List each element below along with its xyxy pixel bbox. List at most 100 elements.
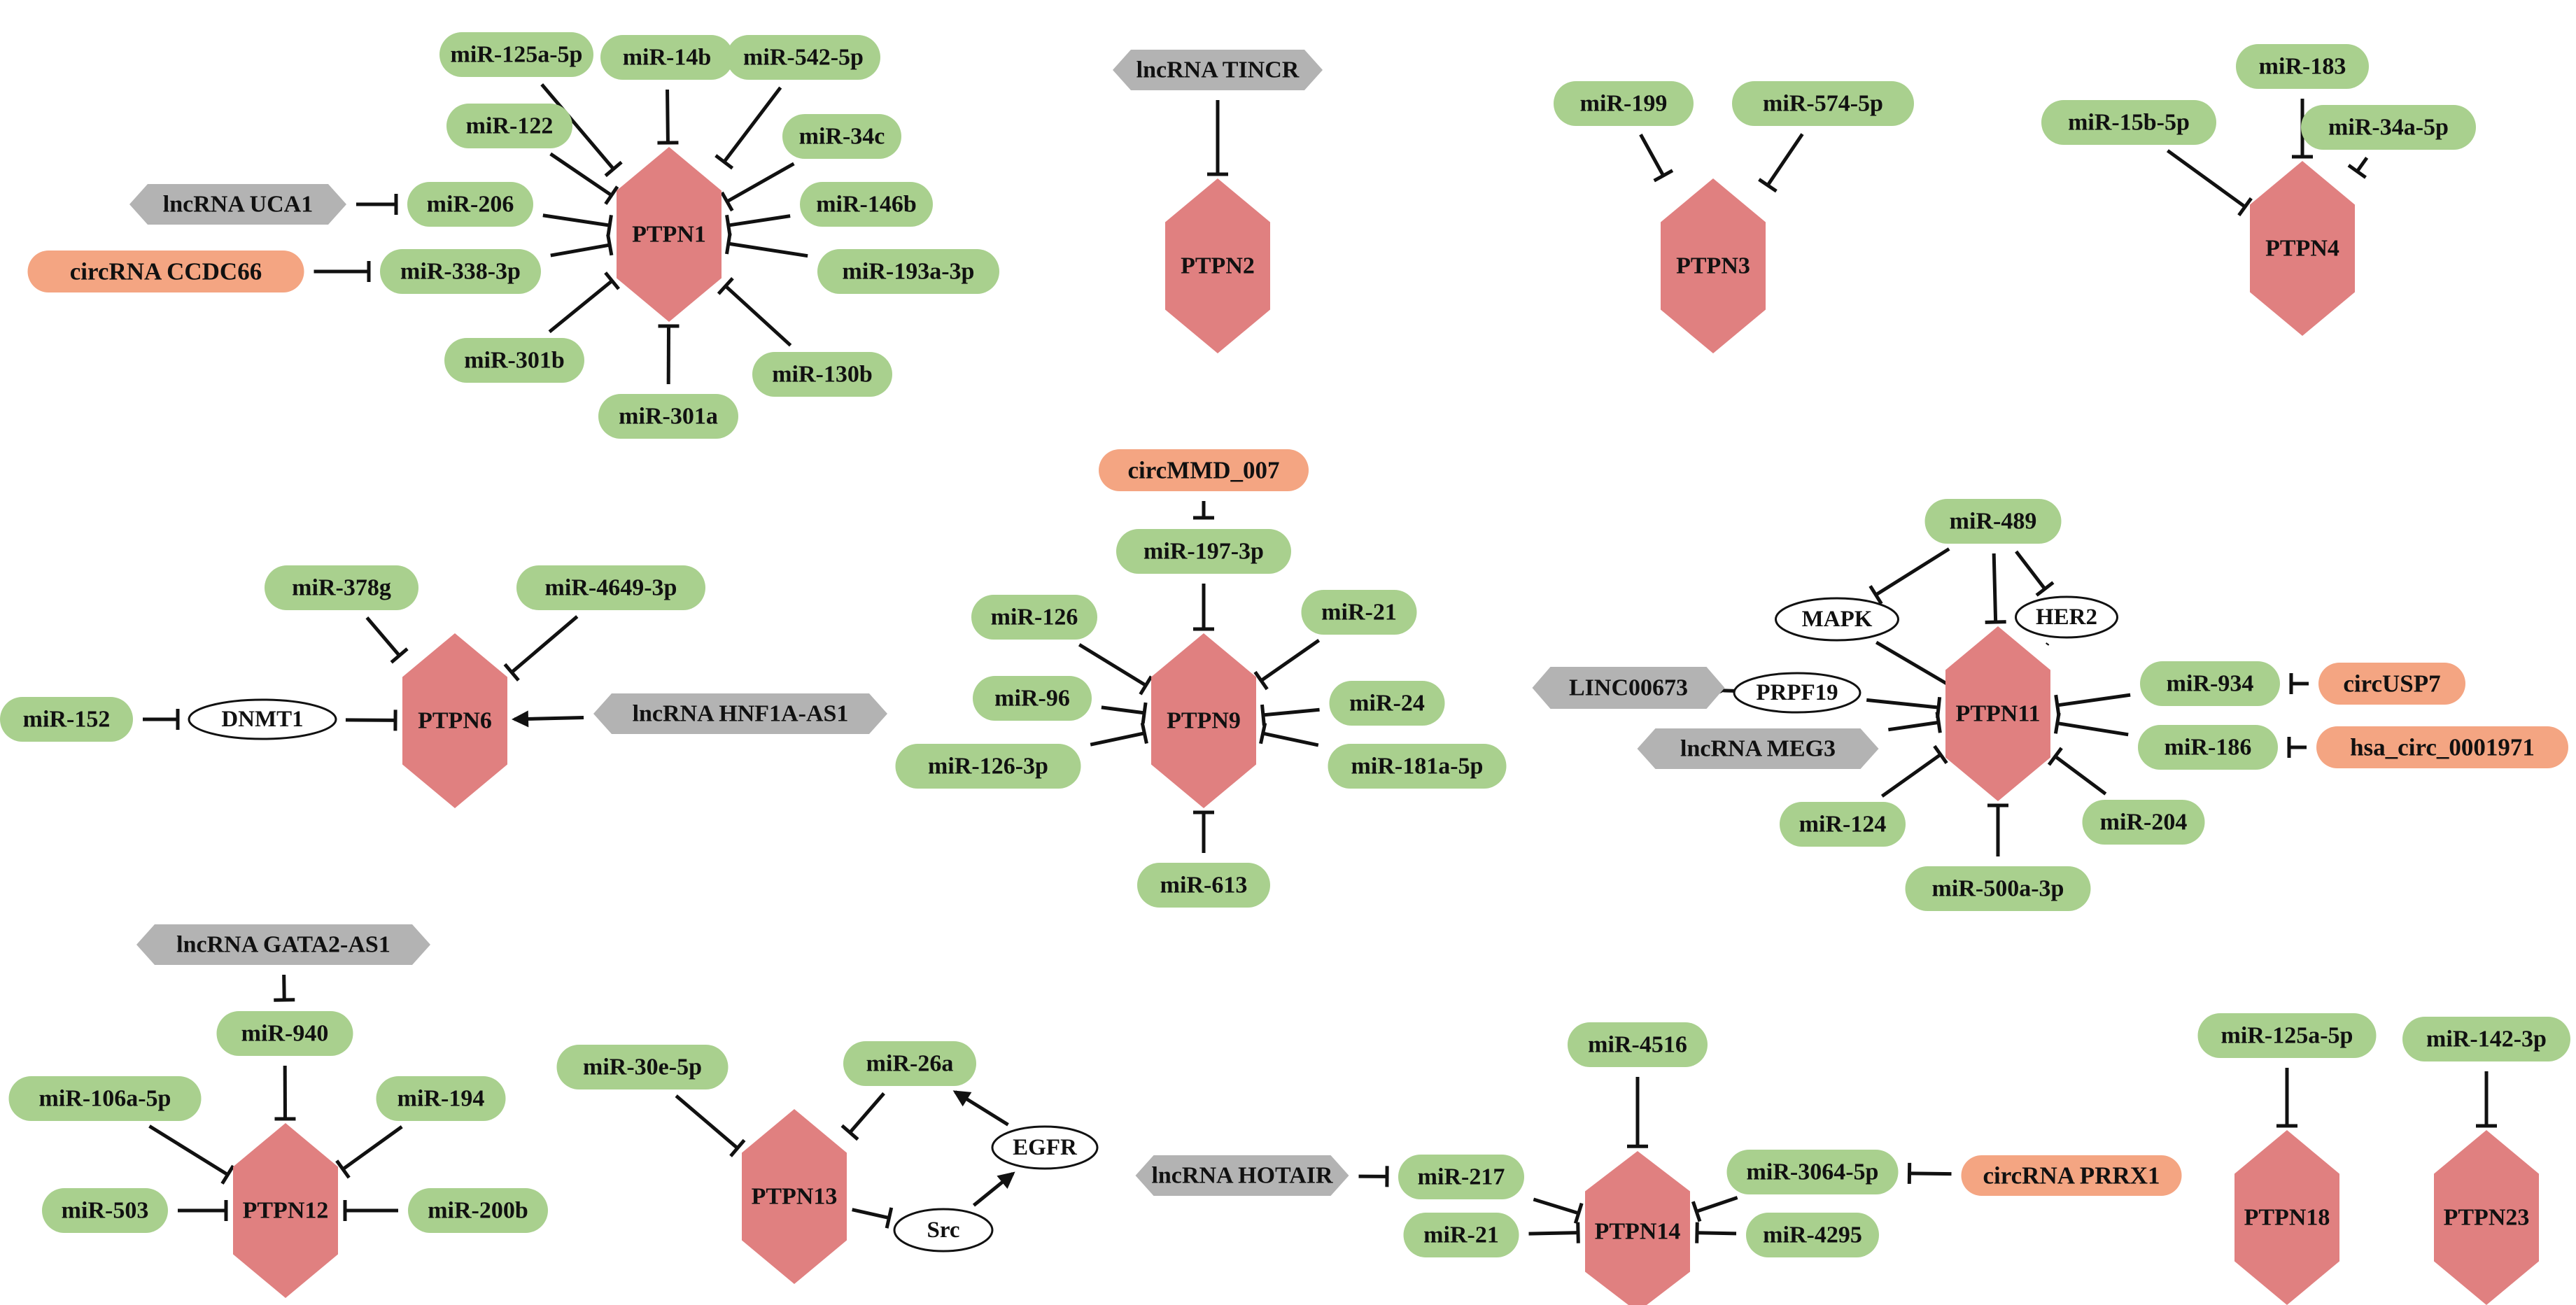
node-shape <box>782 114 901 159</box>
arrow-head <box>952 1090 972 1107</box>
edge-line <box>2054 754 2107 796</box>
node-dnmt1: DNMT1 <box>188 698 337 740</box>
node-label: miR-186 <box>2165 735 2252 761</box>
edge-m122-to-ptpn1 <box>549 152 619 205</box>
node-shape <box>2402 1017 2570 1061</box>
node-shape <box>893 1208 994 1253</box>
node-m199: miR-199 <box>1554 81 1694 126</box>
node-shape <box>1113 50 1323 90</box>
edge-m34a5p-to-ptpn4 <box>2347 156 2369 179</box>
edge-line <box>2356 156 2369 173</box>
node-label: Src <box>927 1218 959 1243</box>
inhibit-bar <box>604 271 621 290</box>
node-m193a3p: miR-193a-3p <box>817 249 999 294</box>
node-label: miR-14b <box>623 45 712 71</box>
node-m206: miR-206 <box>407 182 533 227</box>
inhibit-bar <box>2035 581 2055 597</box>
node-m489: miR-489 <box>1924 499 2062 544</box>
node-label: miR-24 <box>1349 691 1425 717</box>
node-shape <box>817 249 999 294</box>
node-shape <box>402 633 507 808</box>
node-shape <box>27 251 304 292</box>
inhibit-bar <box>2054 694 2061 717</box>
edge-m4516-to-ptpn14 <box>1627 1077 1648 1148</box>
node-shape <box>742 1109 847 1284</box>
inhibit-bar <box>1653 169 1674 183</box>
edge-ptpn13-to-src <box>852 1207 894 1229</box>
node-shape <box>2236 44 2369 89</box>
node-shape <box>42 1188 168 1233</box>
node-label: lncRNA TINCR <box>1136 57 1300 83</box>
node-meg3: lncRNA MEG3 <box>1637 728 1879 769</box>
node-label: HER2 <box>2036 605 2097 630</box>
node-shape <box>2082 800 2205 845</box>
node-shape <box>439 32 593 77</box>
node-label: circRNA PRRX1 <box>1983 1162 2160 1190</box>
node-label: miR-193a-3p <box>843 259 975 285</box>
node-shape <box>2318 663 2465 705</box>
edge-mapk-to-ptpn11 <box>1875 640 1948 686</box>
node-shape <box>1732 81 1914 126</box>
edge-dnmt1-to-ptpn6 <box>345 710 397 731</box>
edge-ccdc66-to-m3383p <box>314 261 371 282</box>
edge-line <box>848 1092 885 1134</box>
edge-m217-to-ptpn14 <box>1533 1197 1584 1224</box>
node-label: miR-378g <box>292 575 391 601</box>
edge-m5425p-to-ptpn1 <box>715 86 782 170</box>
node-egfr: EGFR <box>991 1125 1099 1170</box>
node-shape <box>129 184 346 225</box>
edge-m46493p-to-ptpn6 <box>503 615 579 682</box>
node-label: MAPK <box>1802 607 1873 632</box>
edge-meg3-to-ptpn11 <box>1887 712 1942 733</box>
node-label: circMMD_007 <box>1127 457 1279 484</box>
node-m34a5p: miR-34a-5p <box>2301 105 2476 150</box>
edge-hsacirc-to-m186 <box>2287 737 2307 758</box>
node-label: miR-183 <box>2259 54 2346 80</box>
node-m21a: miR-21 <box>1301 590 1417 635</box>
inhibit-bar <box>717 277 734 295</box>
inhibit-bar <box>1260 704 1266 726</box>
node-shape <box>752 352 892 397</box>
node-label: PTPN9 <box>1167 708 1241 734</box>
node-shape <box>1775 597 1899 642</box>
node-shape <box>407 182 533 227</box>
edge-m24-to-ptpn9 <box>1260 704 1320 726</box>
node-m200b: miR-200b <box>408 1188 548 1233</box>
node-label: miR-34c <box>799 124 885 150</box>
node-shape <box>1403 1213 1519 1257</box>
edge-line <box>365 616 401 657</box>
edge-m96-to-ptpn9 <box>1101 702 1148 724</box>
node-label: miR-503 <box>62 1198 149 1224</box>
edge-m15b5p-to-ptpn4 <box>2166 149 2253 217</box>
node-shape <box>444 338 584 383</box>
edge-line <box>728 241 808 258</box>
edge-line <box>1696 1231 1737 1236</box>
inhibit-bar <box>2347 164 2367 179</box>
node-m181a5p: miR-181a-5p <box>1328 744 1507 789</box>
edge-m301a-to-ptpn1 <box>658 324 680 385</box>
inhibit-bar <box>335 1159 351 1179</box>
edge-circmmd-to-m1973p <box>1193 501 1214 520</box>
inhibit-bar <box>725 232 732 255</box>
node-hotair: lncRNA HOTAIR <box>1135 1155 1349 1196</box>
edge-line <box>1078 643 1147 687</box>
node-label: PTPN1 <box>632 222 706 248</box>
node-shape <box>726 35 880 80</box>
edge-m106a5p-to-ptpn12 <box>148 1124 235 1185</box>
inhibit-bar <box>1935 712 1942 733</box>
node-label: lncRNA UCA1 <box>163 192 313 218</box>
edge-line <box>1262 731 1319 747</box>
edge-line <box>2057 693 2131 707</box>
inhibit-bar <box>1253 670 1269 691</box>
edge-line <box>542 213 610 227</box>
edge-line <box>2166 149 2246 209</box>
edge-m34c-to-ptpn1 <box>720 162 795 212</box>
edge-m125a5p-to-ptpn1 <box>540 83 623 178</box>
node-label: miR-204 <box>2100 810 2188 835</box>
node-m940: miR-940 <box>216 1011 353 1056</box>
edge-line <box>1090 731 1145 747</box>
node-shape <box>1780 802 1906 847</box>
node-label: miR-4649-3p <box>545 575 677 601</box>
inhibit-bar <box>1695 1222 1699 1243</box>
